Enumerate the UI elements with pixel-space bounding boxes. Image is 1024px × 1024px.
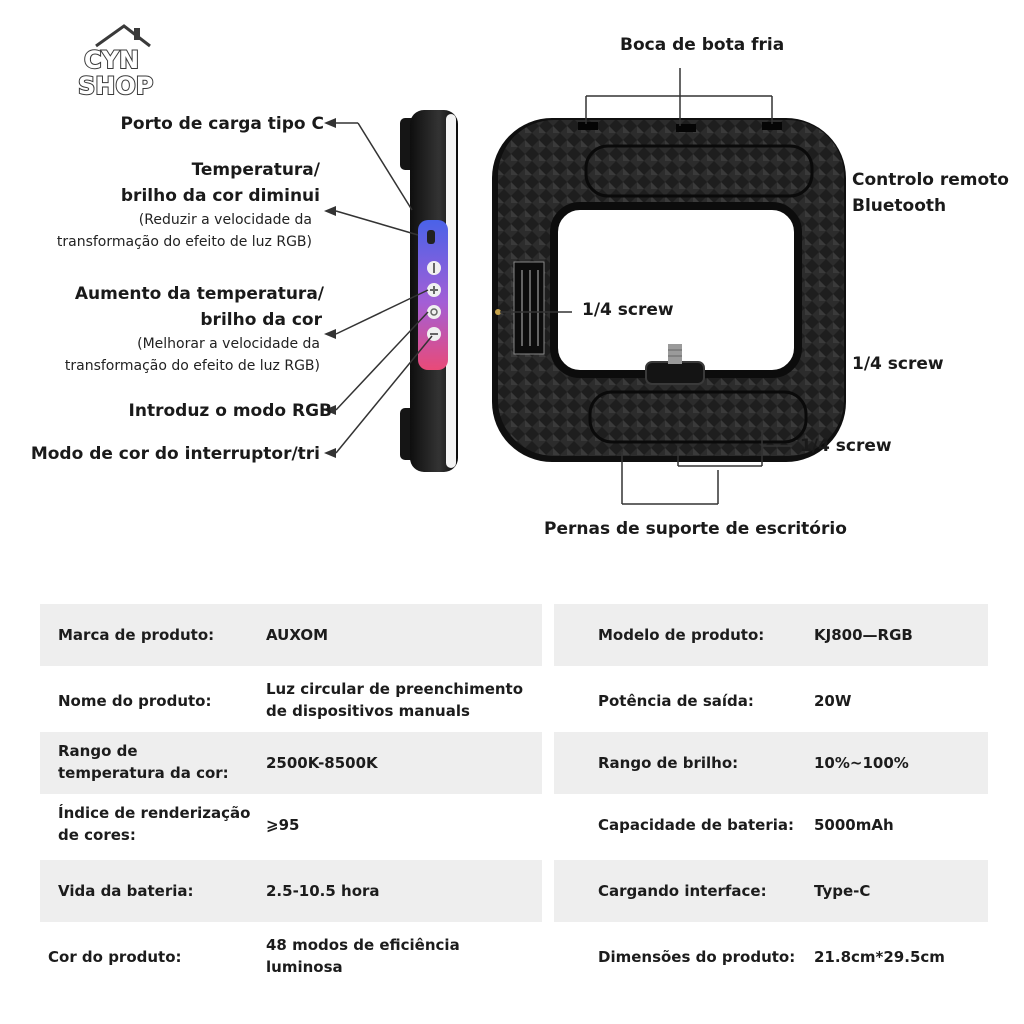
label-temp-down-sub2: transformação do efeito de luz RGB) [56,234,312,250]
label-temp-up-sub1: (Melhorar a velocidade da [137,336,320,352]
spec-row: Cor do produto: 48 modos de eficiência l… [40,924,988,986]
spec-key: Nome do produto: [58,692,212,710]
spec-row: Nome do produto: Luz circular de preench… [40,668,988,730]
spec-row: Vida da bateria: 2.5-10.5 hora Cargando … [40,860,988,922]
spec-key: Dimensões do produto: [598,948,796,966]
label-modo-cor: Modo de cor do interruptor/tri [30,444,320,464]
spec-value: AUXOM [266,626,329,644]
spec-value: ⩾95 [266,816,300,834]
label-temp-down-2: brilho da cor diminui [120,186,320,206]
spec-key: Rango de temperatura da cor: [58,742,229,782]
label-pernas-suporte: Pernas de suporte de escritório [544,519,847,539]
arrowheads [324,118,336,458]
spec-key: Modelo de produto: [598,626,765,644]
product-diagram [324,68,846,505]
label-modo-rgb: Introduz o modo RGB [128,401,332,421]
label-temp-down-1: Temperatura/ [191,160,320,180]
spec-key: Potência de saída: [598,692,754,710]
logo-line-2: SHOP [77,71,154,101]
label-bluetooth: Bluetooth [852,196,947,216]
side-view-device [400,110,458,472]
leader-lines [335,68,792,505]
label-temp-up-1: Aumento da temperatura/ [74,284,324,304]
spec-value: Type-C [814,882,871,900]
spec-value: 2.5-10.5 hora [266,882,380,900]
spec-key: Rango de brilho: [598,754,739,772]
spec-row: Rango de temperatura da cor: 2500K-8500K… [40,732,988,794]
spec-value: 20W [814,692,852,710]
spec-key: Cargando interface: [598,882,767,900]
spec-key: Índice de renderização de cores: [58,804,251,844]
spec-key: Vida da bateria: [58,882,194,900]
spec-value: 5000mAh [814,816,894,834]
label-porto-carga: Porto de carga tipo C [120,114,324,134]
spec-value: 48 modos de eficiência luminosa [266,936,460,976]
spec-key: Marca de produto: [58,626,215,644]
cyn-shop-logo: CYN SHOP [74,22,158,102]
label-controlo-remoto: Controlo remoto [852,170,1009,190]
spec-key: Cor do produto: [48,948,182,966]
spec-value: 21.8cm*29.5cm [814,948,945,966]
label-temp-up-2: brilho da cor [200,310,322,330]
front-view-frame [492,118,846,462]
label-screw-right: 1/4 screw [852,354,944,374]
label-screw-bottom: 1/4 screw [800,436,892,456]
spec-row: Índice de renderização de cores: ⩾95 Cap… [40,796,988,858]
label-boca-bota-fria: Boca de bota fria [620,35,785,55]
spec-value: Luz circular de preenchimento de disposi… [266,680,524,720]
logo-line-1: CYN [83,45,140,75]
spec-key: Capacidade de bateria: [598,816,795,834]
spec-value: 10%~100% [814,754,909,772]
spec-value: KJ800—RGB [814,626,913,644]
spec-value: 2500K-8500K [266,754,378,772]
label-temp-down-sub1: (Reduzir a velocidade da [138,212,312,228]
label-temp-up-sub2: transformação do efeito de luz RGB) [64,358,320,374]
house-icon [95,24,151,48]
spec-row: Marca de produto: AUXOM Modelo de produt… [40,604,988,666]
label-screw-side: 1/4 screw [582,300,674,320]
